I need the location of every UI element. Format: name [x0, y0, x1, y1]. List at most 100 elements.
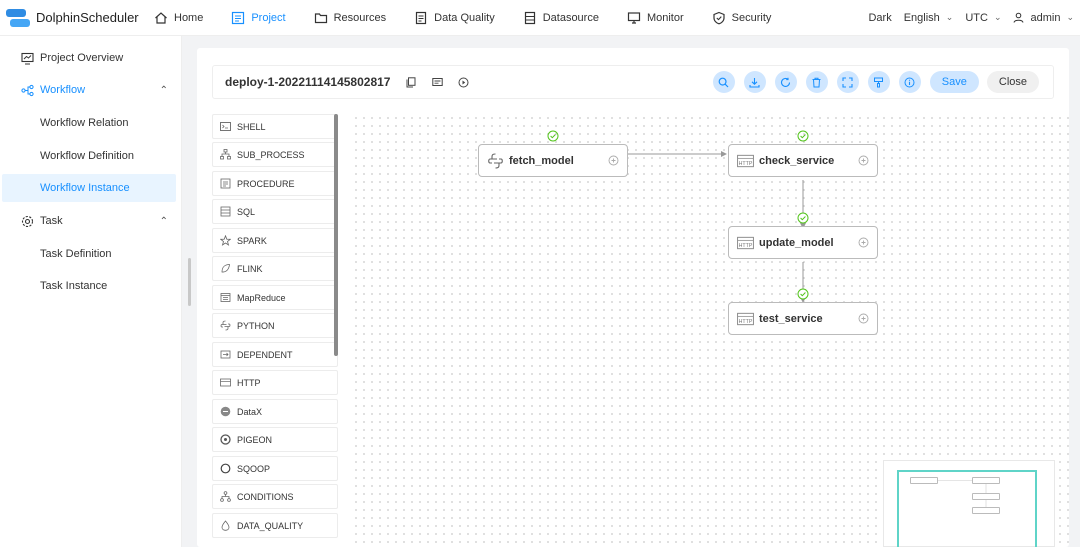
dolphin-logo-icon: [6, 7, 32, 29]
sidebar-item-project-overview[interactable]: Project Overview: [0, 44, 182, 72]
monitor-icon: [627, 11, 641, 25]
sidebar-label: Workflow Relation: [40, 117, 129, 129]
palette-label: DEPENDENT: [237, 349, 293, 360]
minimap-node: [972, 477, 1000, 484]
palette-label: PIGEON: [237, 434, 273, 445]
task-palette: SHELL SUB_PROCESS PROCEDURE SQL SPARK FL…: [212, 114, 340, 547]
sqoop-icon: [220, 463, 231, 474]
palette-label: SHELL: [237, 121, 266, 132]
success-check-icon: [797, 130, 809, 142]
close-button[interactable]: Close: [986, 71, 1039, 93]
dag-minimap[interactable]: [883, 460, 1055, 547]
sidebar: Project Overview Workflow ⌃ Workflow Rel…: [0, 36, 182, 547]
palette-item-data-quality[interactable]: DATA_QUALITY: [212, 513, 338, 538]
sidebar-item-workflow-definition[interactable]: Workflow Definition: [0, 142, 182, 170]
search-icon[interactable]: [712, 71, 735, 93]
nav-data-quality[interactable]: Data Quality: [400, 0, 509, 36]
format-icon[interactable]: [867, 71, 890, 93]
node-label: check_service: [759, 154, 835, 167]
info-icon[interactable]: [898, 71, 921, 93]
download-icon[interactable]: [743, 71, 766, 93]
sidebar-item-workflow-relation[interactable]: Workflow Relation: [0, 109, 182, 137]
chevron-down-icon: ⌄: [993, 12, 1002, 22]
save-button[interactable]: Save: [929, 71, 979, 93]
home-icon: [154, 11, 168, 25]
sidebar-item-workflow-instance[interactable]: Workflow Instance: [2, 174, 176, 202]
dag-node-check-service[interactable]: HTTP check_service: [728, 144, 878, 177]
palette-label: CONDITIONS: [237, 491, 294, 502]
palette-item-flink[interactable]: FLINK: [212, 256, 338, 281]
palette-label: PROCEDURE: [237, 178, 295, 189]
overview-icon: [20, 51, 34, 65]
palette-label: SUB_PROCESS: [237, 149, 305, 160]
nav-resources-label: Resources: [333, 11, 387, 24]
python-icon: [487, 152, 504, 169]
top-navigation-bar: DolphinScheduler Home Project Resources …: [0, 0, 1080, 36]
minimap-node: [972, 493, 1000, 500]
dag-node-test-service[interactable]: HTTP test_service: [728, 302, 878, 335]
startup-params-icon[interactable]: [456, 75, 470, 89]
variables-icon[interactable]: [430, 75, 444, 89]
palette-scrollbar[interactable]: [334, 114, 338, 356]
theme-label: Dark: [868, 11, 892, 24]
refresh-icon[interactable]: [774, 71, 797, 93]
copy-icon[interactable]: [404, 75, 418, 89]
mapreduce-icon: [220, 292, 231, 303]
palette-item-conditions[interactable]: CONDITIONS: [212, 484, 338, 509]
palette-item-dependent[interactable]: DEPENDENT: [212, 342, 338, 367]
workflow-editor-panel: deploy-1-20221114145802817 Save Close SH…: [197, 48, 1069, 547]
nav-security[interactable]: Security: [698, 0, 786, 36]
delete-icon[interactable]: [805, 71, 828, 93]
dependent-icon: [220, 349, 231, 360]
sidebar-item-task-instance[interactable]: Task Instance: [0, 272, 182, 300]
theme-toggle[interactable]: Dark: [868, 12, 891, 24]
user-menu[interactable]: admin⌄: [1013, 12, 1074, 24]
plus-circle-icon[interactable]: [858, 155, 869, 166]
chevron-down-icon: ⌄: [945, 12, 954, 22]
timezone-select[interactable]: UTC⌄: [965, 12, 1001, 24]
nav-monitor[interactable]: Monitor: [613, 0, 698, 36]
dag-node-fetch-model[interactable]: fetch_model: [478, 144, 628, 177]
http-icon: HTTP: [737, 236, 754, 250]
shield-icon: [712, 11, 726, 25]
nav-project[interactable]: Project: [217, 0, 299, 36]
plus-circle-icon[interactable]: [858, 237, 869, 248]
plus-circle-icon[interactable]: [858, 313, 869, 324]
palette-label: SQOOP: [237, 463, 271, 474]
dag-node-update-model[interactable]: HTTP update_model: [728, 226, 878, 259]
fullscreen-icon[interactable]: [836, 71, 859, 93]
language-select[interactable]: English ⌄: [904, 12, 954, 24]
palette-item-pigeon[interactable]: PIGEON: [212, 427, 338, 452]
http-icon: HTTP: [737, 312, 754, 326]
palette-item-shell[interactable]: SHELL: [212, 114, 338, 139]
plus-circle-icon[interactable]: [608, 155, 619, 166]
language-label: English: [903, 11, 940, 24]
sidebar-label: Task: [40, 215, 63, 227]
sidebar-label: Workflow Definition: [40, 150, 134, 162]
nav-data-quality-label: Data Quality: [434, 11, 495, 24]
minimap-viewport[interactable]: [897, 470, 1037, 547]
palette-item-sql[interactable]: SQL: [212, 199, 338, 224]
palette-item-procedure[interactable]: PROCEDURE: [212, 171, 338, 196]
data-quality-icon: [220, 520, 231, 531]
nav-datasource[interactable]: Datasource: [509, 0, 613, 36]
palette-item-datax[interactable]: DataX: [212, 399, 338, 424]
http-icon: [220, 377, 231, 388]
sidebar-scrollbar[interactable]: [188, 258, 191, 306]
sidebar-item-task[interactable]: Task ⌃: [0, 207, 182, 235]
chevron-up-icon[interactable]: ⌃: [159, 84, 168, 96]
nav-resources[interactable]: Resources: [300, 0, 401, 36]
nav-home[interactable]: Home: [140, 0, 217, 36]
chevron-up-icon[interactable]: ⌃: [159, 215, 168, 227]
palette-item-spark[interactable]: SPARK: [212, 228, 338, 253]
folder-icon: [314, 11, 328, 25]
sidebar-item-task-definition[interactable]: Task Definition: [0, 240, 182, 268]
palette-item-sub-process[interactable]: SUB_PROCESS: [212, 142, 338, 167]
app-logo[interactable]: DolphinScheduler: [0, 7, 140, 29]
dag-toolbar: deploy-1-20221114145802817 Save Close: [212, 65, 1054, 99]
sidebar-item-workflow[interactable]: Workflow ⌃: [0, 76, 182, 104]
palette-item-sqoop[interactable]: SQOOP: [212, 456, 338, 481]
palette-item-mapreduce[interactable]: MapReduce: [212, 285, 338, 310]
palette-item-http[interactable]: HTTP: [212, 370, 338, 395]
palette-item-python[interactable]: PYTHON: [212, 313, 338, 338]
